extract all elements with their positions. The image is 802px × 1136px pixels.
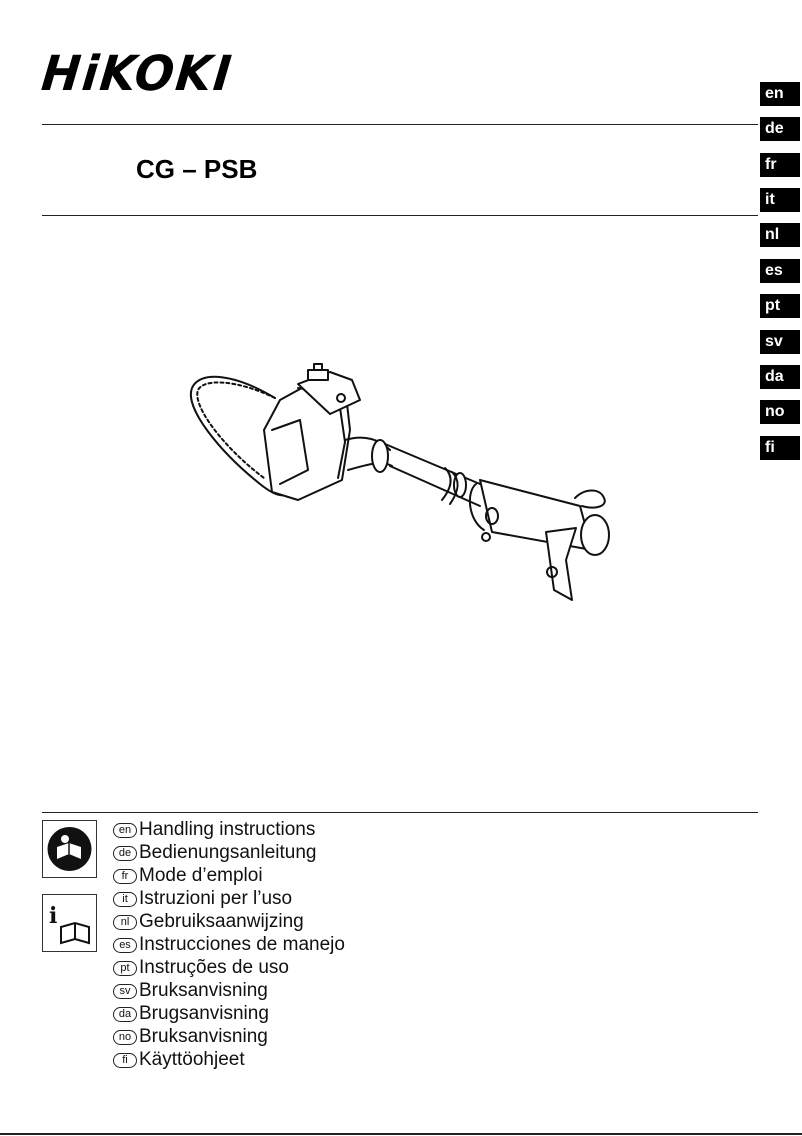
lang-title: Bruksanvisning — [139, 980, 268, 1001]
tab-en[interactable]: en — [760, 82, 800, 106]
lang-badge: fi — [113, 1053, 137, 1068]
lang-title: Käyttöohjeet — [139, 1049, 245, 1070]
lang-title: Instruções de uso — [139, 957, 289, 978]
lang-title: Brugsanvisning — [139, 1003, 269, 1024]
lang-title: Bedienungsanleitung — [139, 842, 317, 863]
header-divider-top — [42, 124, 758, 125]
tab-es[interactable]: es — [760, 259, 800, 283]
page-bottom-rule — [0, 1133, 802, 1135]
lang-badge: en — [113, 823, 137, 838]
tab-sv[interactable]: sv — [760, 330, 800, 354]
read-manual-icon — [42, 820, 97, 878]
svg-text:i: i — [49, 903, 57, 929]
lang-badge: de — [113, 846, 137, 861]
footer-divider — [42, 812, 758, 813]
model-title: CG – PSB — [136, 154, 258, 184]
lang-title: Gebruiksaanwijzing — [139, 911, 304, 932]
tab-pt[interactable]: pt — [760, 294, 800, 318]
product-illustration — [189, 363, 610, 601]
lang-title: Handling instructions — [139, 819, 316, 840]
tab-da[interactable]: da — [760, 365, 800, 389]
lang-badge: no — [113, 1030, 137, 1045]
lang-title: Istruzioni per l’uso — [139, 888, 293, 909]
lang-title: Bruksanvisning — [139, 1026, 268, 1047]
lang-badge: pt — [113, 961, 137, 976]
tab-nl[interactable]: nl — [760, 223, 800, 247]
header-divider-bottom — [42, 215, 758, 216]
lang-badge: it — [113, 892, 137, 907]
information-manual-icon: i — [42, 894, 97, 952]
lang-badge: nl — [113, 915, 137, 930]
brand-logo: HiKOKI — [39, 44, 312, 102]
lang-badge: fr — [113, 869, 137, 884]
tab-fr[interactable]: fr — [760, 153, 800, 177]
lang-badge: da — [113, 1007, 137, 1022]
lang-title: Mode d’emploi — [139, 865, 263, 886]
lang-badge: es — [113, 938, 137, 953]
tab-de[interactable]: de — [760, 117, 800, 141]
tab-fi[interactable]: fi — [760, 436, 800, 460]
tab-no[interactable]: no — [760, 400, 800, 424]
brand-logo-text: HiKOKI — [39, 44, 236, 102]
tab-it[interactable]: it — [760, 188, 800, 212]
lang-title: Instrucciones de manejo — [139, 934, 345, 955]
lang-badge: sv — [113, 984, 137, 999]
